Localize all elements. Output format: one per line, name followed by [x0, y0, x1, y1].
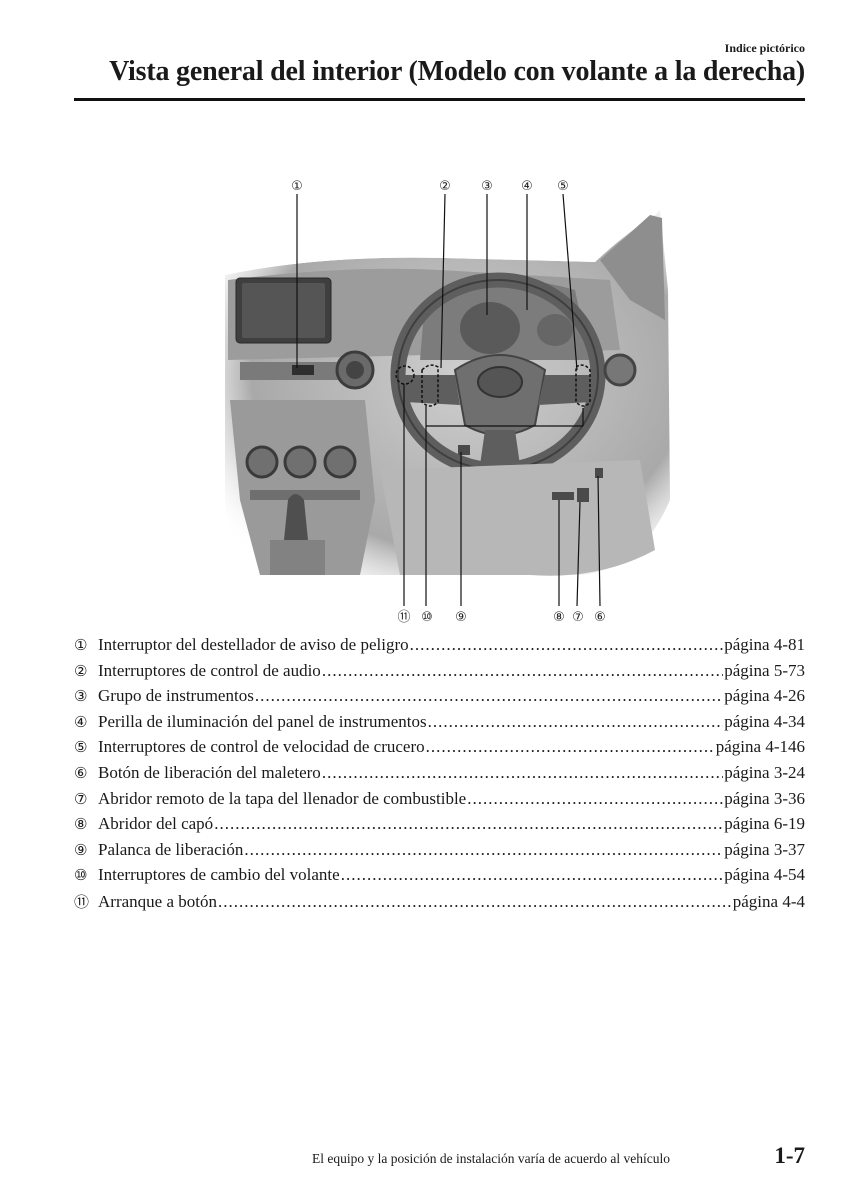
leader-dots: [322, 763, 723, 783]
callout-5: ⑤: [557, 179, 569, 194]
leader-lines: [296, 193, 601, 607]
page-reference: página 3-36: [724, 788, 805, 808]
leader-dots: [322, 661, 723, 681]
leader-dots: [467, 789, 723, 809]
windshield: [225, 180, 660, 275]
callout-10: ⑩: [421, 610, 433, 625]
item-label: Abridor del capó: [98, 814, 214, 834]
item-label: Arranque a botón: [98, 891, 217, 911]
leader-dots: [426, 737, 715, 757]
leader-dots: [255, 686, 723, 706]
item-number: ②: [74, 661, 88, 680]
item-number: ⑧: [74, 815, 88, 834]
list-item: ⑨ Palanca de liberación página 3-37: [74, 840, 805, 866]
list-item: ① Interruptor del destellador de aviso de…: [74, 635, 805, 661]
a-pillar: [600, 215, 665, 320]
item-number: ⑦: [74, 789, 88, 808]
page-reference: página 4-4: [732, 891, 805, 911]
item-label: Botón de liberación del maletero: [98, 762, 321, 782]
list-item: ⑤ Interruptores de control de velocidad d…: [74, 737, 805, 763]
item-label: Interruptores de cambio del volante: [98, 865, 340, 885]
right-vent: [603, 353, 637, 387]
item-number: ③: [74, 687, 88, 706]
list-item: ③ Grupo de instrumentos página 4-26: [74, 686, 805, 712]
audio-switch-outline: [421, 364, 439, 407]
item-label: Palanca de liberación: [98, 839, 244, 859]
callout-7: ⑦: [572, 610, 584, 625]
callout-6: ⑥: [594, 610, 606, 625]
leader-dots: [214, 814, 723, 834]
start-button-outline: [395, 365, 415, 385]
page-reference: página 3-37: [724, 839, 805, 859]
page-reference: página 4-54: [724, 865, 805, 885]
item-number: ⑨: [74, 840, 88, 859]
leader-dots: [341, 865, 724, 885]
title-rule: [74, 98, 805, 101]
page-title: Vista general del interior (Modelo con v…: [109, 56, 805, 87]
page-reference: página 4-81: [724, 635, 805, 654]
leader-dots: [218, 892, 732, 912]
fuel-lid-opener: [577, 488, 589, 502]
item-label: Abridor remoto de la tapa del llenador d…: [98, 788, 467, 808]
climate-knob-center: [283, 445, 317, 479]
center-console: [230, 400, 375, 575]
item-label: Grupo de instrumentos: [98, 686, 254, 706]
page-reference: página 4-26: [724, 686, 805, 706]
release-lever: [458, 445, 470, 455]
trunk-release: [595, 468, 603, 478]
leader-dots: [244, 840, 723, 860]
callout-2: ②: [439, 179, 451, 194]
cruise-switch-outline: [575, 364, 591, 407]
page-reference: página 3-24: [724, 762, 805, 782]
item-number: ④: [74, 712, 88, 731]
bonnet-opener: [552, 492, 574, 500]
leader-dots: [428, 712, 724, 732]
page-reference: página 6-19: [724, 814, 805, 834]
callout-3: ③: [481, 179, 493, 194]
callout-11: ⑪: [397, 610, 410, 625]
steering-spoke-right: [538, 375, 596, 405]
steering-spoke-bottom: [480, 430, 520, 465]
page-reference: página 5-73: [724, 660, 805, 680]
climate-knob-left: [245, 445, 279, 479]
item-label: Interruptores de control de velocidad de…: [98, 737, 425, 757]
item-label: Interruptor del destellador de aviso de …: [98, 635, 409, 654]
list-item: ⑪ Arranque a botón página 4-4: [74, 891, 805, 917]
section-label: Indice pictórico: [724, 41, 805, 55]
callout-4: ④: [521, 179, 533, 194]
item-number: ⑩: [74, 866, 88, 885]
item-number: ⑪: [74, 892, 90, 911]
list-item: ⑩ Interruptores de cambio del volante pági…: [74, 865, 805, 891]
mazda-logo: [477, 366, 523, 398]
page-number: 1-7: [774, 1143, 805, 1168]
list-item: ② Interruptores de control de audio página…: [74, 661, 805, 687]
item-label: Perilla de iluminación del panel de inst…: [98, 711, 427, 731]
leader-dots: [410, 635, 724, 655]
gear-shifter: [284, 494, 308, 540]
page-reference: página 4-146: [715, 737, 805, 757]
item-number: ⑤: [74, 738, 88, 757]
interior-illustration: ① ② ③ ④ ⑤ ⑪ ⑩ ⑨ ⑧ ⑦ ⑥: [225, 179, 670, 625]
instrument-cluster: [460, 302, 520, 354]
lower-dash: [380, 460, 655, 576]
steering-spoke-left: [400, 375, 460, 405]
list-item: ⑥ Botón de liberación del maletero página …: [74, 763, 805, 789]
item-label: Interruptores de control de audio: [98, 660, 321, 680]
callout-8: ⑧: [553, 610, 565, 625]
callout-1: ①: [291, 179, 303, 194]
footer-note: El equipo y la posición de instalación v…: [312, 1151, 671, 1166]
climate-knob-right: [323, 445, 357, 479]
page-reference: página 4-34: [724, 711, 805, 731]
component-list: ① Interruptor del destellador de aviso de…: [74, 635, 805, 917]
list-item: ⑦ Abridor remoto de la tapa del llenador …: [74, 789, 805, 815]
list-item: ④ Perilla de iluminación del panel de ins…: [74, 712, 805, 738]
list-item: ⑧ Abridor del capó página 6-19: [74, 814, 805, 840]
item-number: ①: [74, 636, 88, 654]
item-number: ⑥: [74, 763, 88, 782]
callout-9: ⑨: [455, 610, 467, 625]
